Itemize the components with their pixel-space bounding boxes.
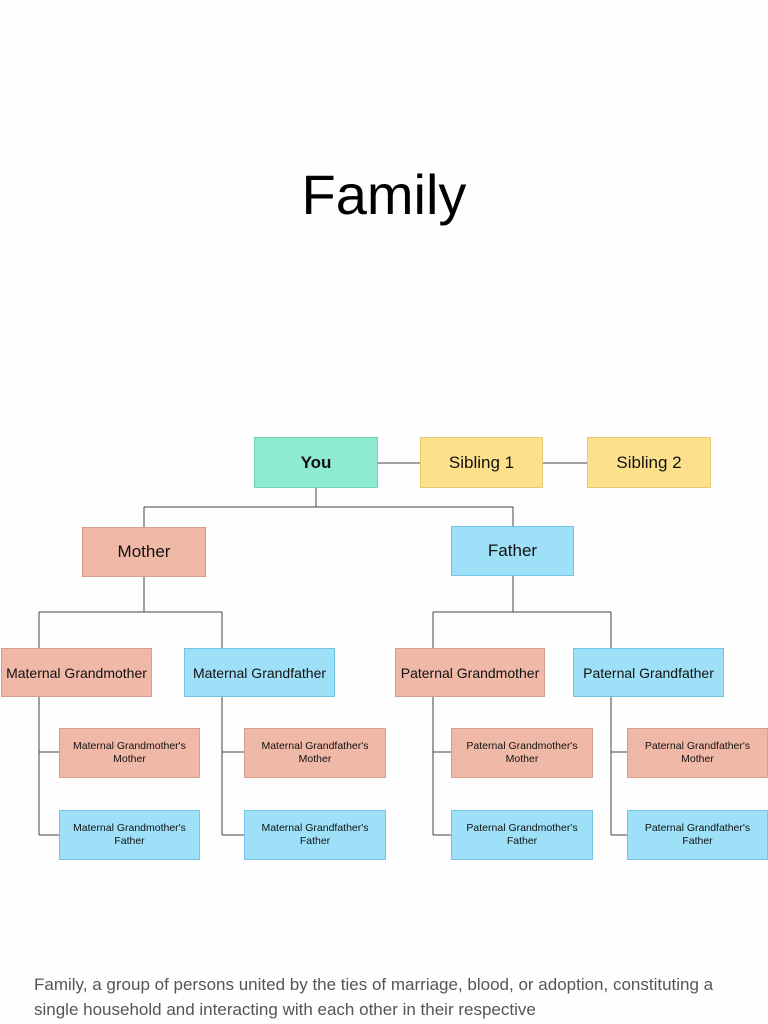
node-sibling-1-label: Sibling 1 (448, 452, 515, 472)
node-mgf-mother: Maternal Grandfather's Mother (244, 728, 386, 778)
node-mother-label: Mother (117, 542, 171, 561)
node-paternal-grandfather-label: Paternal Grandfather (583, 664, 714, 681)
node-paternal-grandfather: Paternal Grandfather (573, 648, 724, 697)
page-title: Family (301, 163, 467, 226)
caption-text: Family, a group of persons united by the… (34, 975, 714, 1019)
node-sibling-1: Sibling 1 (420, 437, 543, 488)
connector-mgf-parents (221, 697, 244, 836)
node-sibling-2-label: Sibling 2 (616, 452, 682, 472)
connector-mother-grandparents (38, 577, 223, 648)
node-mgf-father: Maternal Grandfather's Father (244, 810, 386, 860)
connector-pgf-parents (610, 697, 627, 836)
node-paternal-grandmother: Paternal Grandmother (395, 648, 545, 697)
node-pgf-father: Paternal Grandfather's Father (627, 810, 768, 860)
node-maternal-grandmother-label: Maternal Grandmother (6, 664, 147, 681)
node-sibling-2: Sibling 2 (587, 437, 711, 488)
node-pgf-mother: Paternal Grandfather's Mother (627, 728, 768, 778)
connector-you-parents (143, 488, 514, 527)
node-pgm-mother-label: Paternal Grandmother's Mother (466, 740, 578, 765)
node-maternal-grandfather: Maternal Grandfather (184, 648, 335, 697)
node-pgm-mother: Paternal Grandmother's Mother (451, 728, 593, 778)
connector-mgm-parents (38, 697, 59, 836)
node-paternal-grandmother-label: Paternal Grandmother (400, 664, 540, 681)
node-you-label: You (300, 452, 332, 472)
node-father: Father (451, 526, 574, 576)
node-pgm-father-label: Paternal Grandmother's Father (466, 822, 578, 847)
connector-pgm-parents (432, 697, 451, 836)
node-mgm-mother-label: Maternal Grandmother's Mother (73, 740, 186, 765)
node-mgf-mother-label: Maternal Grandfather's Mother (261, 740, 369, 765)
connector-father-grandparents (432, 576, 612, 648)
node-maternal-grandfather-label: Maternal Grandfather (192, 664, 327, 681)
node-father-label: Father (487, 541, 538, 560)
node-mgm-mother: Maternal Grandmother's Mother (59, 728, 200, 778)
node-pgf-father-label: Paternal Grandfather's Father (644, 822, 751, 847)
node-pgf-mother-label: Paternal Grandfather's Mother (644, 740, 751, 765)
node-mgm-father-label: Maternal Grandmother's Father (73, 822, 186, 847)
node-pgm-father: Paternal Grandmother's Father (451, 810, 593, 860)
node-mother: Mother (82, 527, 206, 577)
node-you: You (254, 437, 378, 488)
node-mgm-father: Maternal Grandmother's Father (59, 810, 200, 860)
node-mgf-father-label: Maternal Grandfather's Father (261, 822, 369, 847)
node-maternal-grandmother: Maternal Grandmother (1, 648, 152, 697)
